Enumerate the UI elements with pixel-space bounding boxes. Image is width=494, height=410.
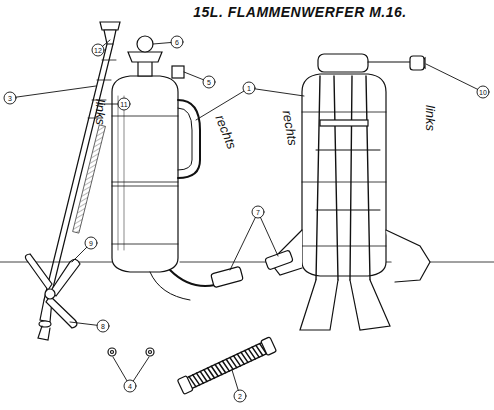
callout-number: 9	[89, 240, 93, 247]
leader-line	[72, 247, 87, 262]
leader-line	[153, 42, 171, 44]
hose	[177, 337, 276, 395]
callout-number: 1	[247, 85, 251, 92]
leader-line	[103, 40, 110, 46]
callout-circle	[4, 92, 16, 104]
leader-line	[230, 217, 255, 270]
callout-circle	[118, 98, 130, 110]
callout-number: 10	[479, 89, 487, 96]
callout-number: 6	[175, 39, 179, 46]
callout-circle	[97, 320, 109, 332]
callout-number: 8	[101, 323, 105, 330]
callout-circle	[234, 390, 246, 402]
leader-line	[70, 322, 97, 325]
title: 15L. FLAMMENWERFER M.16.	[193, 4, 406, 20]
callout-number: 5	[207, 79, 211, 86]
leader-line	[113, 357, 127, 381]
callout-circle	[243, 82, 255, 94]
callout-number: 2	[238, 393, 242, 400]
side-label: links	[423, 105, 438, 131]
leader-line	[232, 370, 238, 390]
side-label: links	[93, 99, 108, 125]
leader-line	[133, 357, 149, 381]
callout-circle	[124, 380, 136, 392]
callout-circle	[203, 76, 215, 88]
side-label: rechts	[212, 113, 239, 151]
leader-line	[426, 64, 478, 89]
fuel-tank-back	[265, 54, 430, 330]
callout-number: 11	[120, 101, 127, 108]
fuel-tank-front	[112, 36, 243, 300]
lance	[25, 22, 120, 340]
callout-circle	[92, 44, 104, 56]
leader-line	[16, 86, 96, 97]
leader-line	[184, 72, 203, 80]
callout-circle	[477, 86, 489, 98]
side-label: rechts	[280, 109, 301, 146]
callout-number: 3	[8, 95, 12, 102]
callout-circle	[252, 206, 264, 218]
small-parts	[108, 348, 154, 356]
callout-circle	[171, 36, 183, 48]
callout-number: 7	[256, 209, 260, 216]
leader-line	[255, 89, 304, 96]
leader-line	[260, 217, 278, 256]
callout-number: 12	[94, 47, 102, 54]
callout-number: 4	[128, 383, 132, 390]
